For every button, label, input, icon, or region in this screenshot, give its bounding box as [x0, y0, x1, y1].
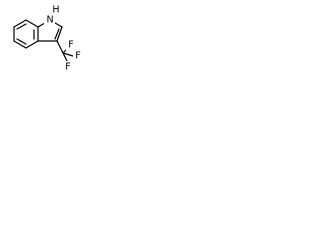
cf3-attachment-bond — [56, 40, 64, 54]
skeletal-bonds — [13, 19, 74, 64]
fluorine-bottom-label: F — [65, 62, 70, 73]
fluorine-right-label: F — [75, 51, 80, 62]
nitrogen-label: N — [46, 15, 53, 26]
benzene-inner-double-bond-1 — [16, 23, 27, 30]
pyrrole-double-bond-c2-c3 — [54, 28, 60, 40]
fluorine-top-label-background — [66, 39, 76, 51]
fluorine-right-label-background — [73, 50, 83, 62]
benzene-inner-double-bond-3 — [16, 38, 27, 45]
fluorine-top-label: F — [68, 40, 73, 51]
atom-labels: N H F F F — [44, 5, 83, 73]
benzene-bond-1 — [13, 19, 27, 28]
fluorine-bottom-label-background — [63, 61, 73, 73]
benzene-bond-5 — [13, 40, 27, 49]
benzene-bond-2 — [25, 19, 39, 28]
fluorine-right-bond — [62, 52, 74, 57]
nitrogen-label-background — [44, 13, 55, 25]
pyrrole-bond-c2-c3 — [56, 26, 63, 42]
nitrogen-hydrogen-label: H — [52, 5, 59, 16]
benzene-bond-4 — [25, 40, 39, 49]
indole-trifluoromethyl-structure: N H F F F — [13, 5, 83, 73]
